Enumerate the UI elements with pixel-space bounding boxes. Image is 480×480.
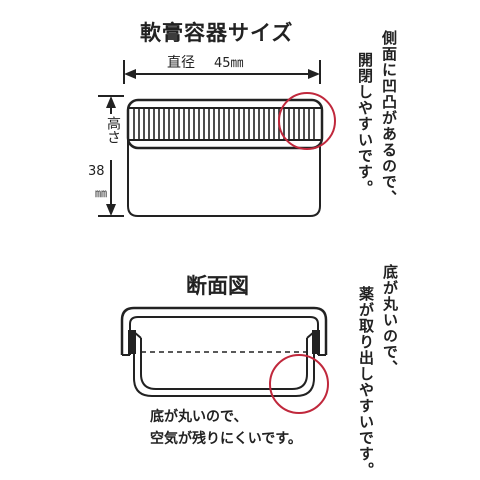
diameter-label: 直径	[163, 52, 199, 72]
air-note-line1: 底が丸いので、	[150, 409, 248, 425]
grip-note-col1: 側面に凹凸があるので、	[380, 30, 398, 206]
air-note-line2: 空気が残りにくいです。	[150, 431, 302, 447]
height-dimension	[98, 95, 124, 217]
jar-lid	[126, 98, 324, 150]
bottom-note-col1: 底が丸いので、	[381, 264, 399, 376]
cross-section	[120, 306, 328, 397]
diameter-value: 45㎜	[212, 52, 246, 71]
height-value: 38	[88, 164, 105, 179]
grip-highlight-circle	[278, 92, 336, 150]
bottom-note-col2: 薬が取り出しやすいです。	[357, 286, 375, 478]
cross-section-title: 断面図	[186, 274, 249, 298]
height-unit: ㎜	[95, 184, 108, 201]
height-label: 高さ	[103, 114, 123, 146]
size-title: 軟膏容器サイズ	[140, 21, 294, 45]
rounded-bottom-highlight-circle	[269, 354, 329, 414]
grip-note-col2: 開閉しやすいです。	[356, 52, 374, 196]
jar-body	[127, 140, 321, 217]
diameter-dimension	[123, 60, 321, 84]
